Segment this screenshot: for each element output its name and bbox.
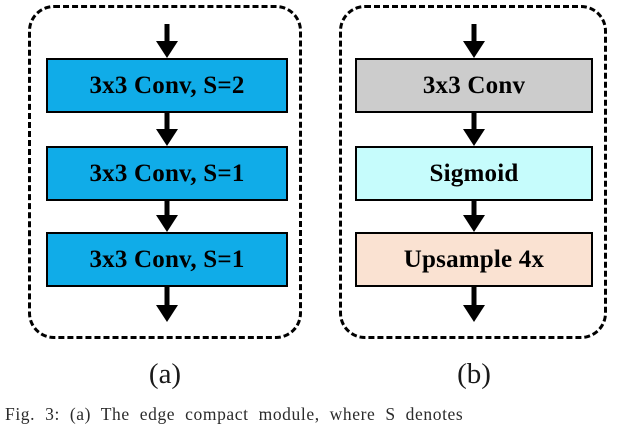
block-b-3: Upsample 4x [355, 232, 593, 287]
block-b-2: Sigmoid [355, 146, 593, 201]
block-a-2: 3x3 Conv, S=1 [46, 146, 288, 201]
subfigure-label-b: (b) [457, 358, 491, 390]
module-boundary-b [339, 5, 607, 339]
block-b-1: 3x3 Conv [355, 58, 593, 113]
block-a-3: 3x3 Conv, S=1 [46, 232, 288, 287]
module-boundary-a [28, 5, 302, 339]
block-a-1: 3x3 Conv, S=2 [46, 58, 288, 113]
figure-caption: Fig. 3: (a) The edge compact module, whe… [5, 404, 464, 424]
subfigure-label-a: (a) [148, 358, 182, 390]
